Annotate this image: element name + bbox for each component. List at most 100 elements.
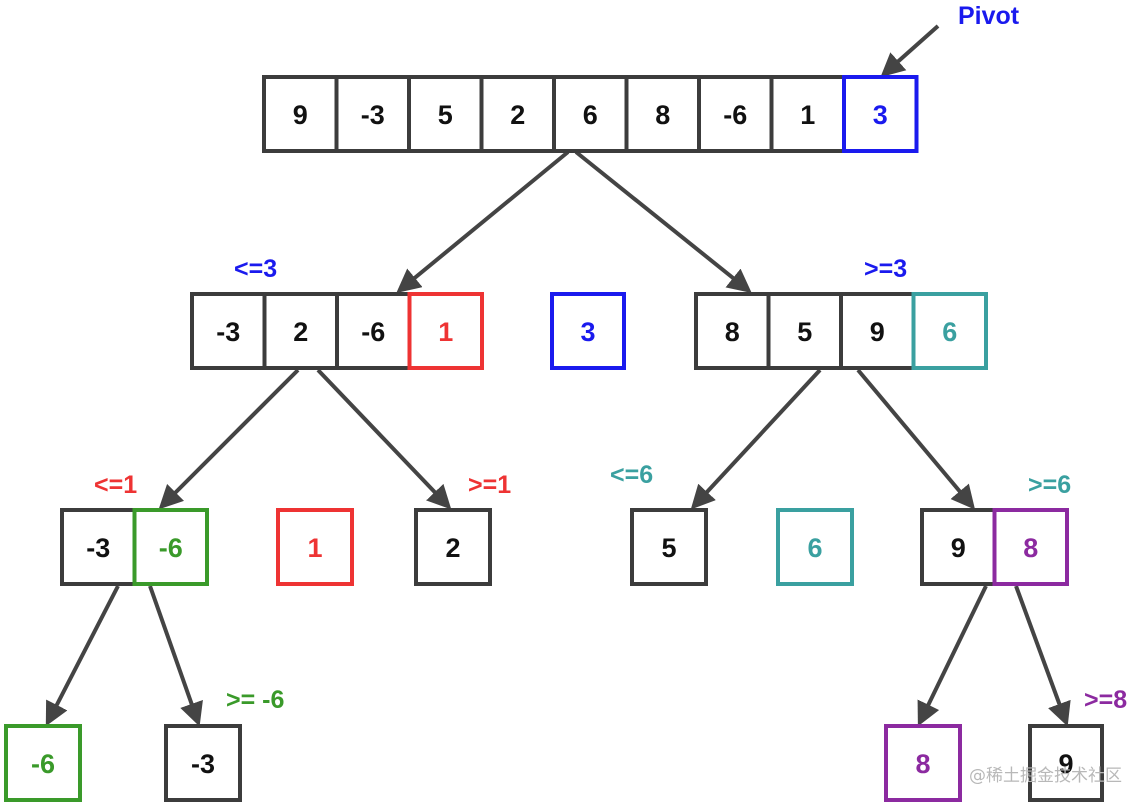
arrow-l1-right — [316, 368, 452, 510]
root-cell-box — [697, 75, 774, 153]
l1-right-cell-value: 9 — [870, 317, 885, 347]
pivot-label: Pivot — [958, 2, 1020, 30]
root-cell-value: -6 — [723, 100, 747, 130]
l1-pivot-cell-value: 3 — [580, 317, 595, 347]
root-cell: 5 — [407, 75, 484, 153]
l3-b-cell-box — [164, 724, 242, 802]
l1-left-cell: 1 — [407, 292, 484, 370]
l2-lr-cell: 2 — [414, 508, 492, 586]
l2-rpivot-cell-box — [776, 508, 854, 586]
label-le-6: <=6 — [610, 461, 653, 489]
root-cell: 3 — [842, 75, 919, 153]
l3-a-cell-box — [4, 724, 82, 802]
root-cell-box — [479, 75, 556, 153]
l2-ll-cell-box — [60, 508, 137, 586]
root-cell-value: -3 — [361, 100, 385, 130]
watermark: @稀土掘金技术社区 — [969, 766, 1122, 786]
l1-right-cell-value: 6 — [942, 317, 957, 347]
root-cell-value: 9 — [293, 100, 308, 130]
l2-lpivot-cell-box — [276, 508, 354, 586]
root-cell: -6 — [697, 75, 774, 153]
label-ge-neg6: >= -6 — [226, 686, 284, 714]
l3-c-cell: 8 — [884, 724, 962, 802]
root-cell-value: 3 — [873, 100, 888, 130]
arrow-l1-left — [158, 368, 300, 510]
l2-rr-cell-value: 8 — [1023, 533, 1038, 563]
l3-a-cell: -6 — [4, 724, 82, 802]
l1-right-cell-value: 8 — [725, 317, 740, 347]
l1-left-cell-value: -6 — [361, 317, 385, 347]
l1-right-cell-box — [911, 292, 988, 370]
l2-lr-cell-box — [414, 508, 492, 586]
root-cell-value: 5 — [438, 100, 453, 130]
l2-rl-cell: 5 — [630, 508, 708, 586]
label-le-1: <=1 — [94, 471, 137, 499]
l2-rpivot-cell: 6 — [776, 508, 854, 586]
l1-pivot-cell: 3 — [550, 292, 626, 370]
root-cell: 8 — [624, 75, 701, 153]
l1-right-cell-box — [694, 292, 771, 370]
arrow-r1-left — [690, 368, 822, 510]
l3-d-cell-box — [1028, 724, 1104, 802]
level3-b-array: -3 — [164, 724, 242, 802]
l2-lpivot-cell: 1 — [276, 508, 354, 586]
l1-right-cell-box — [766, 292, 843, 370]
l2-rr-cell-value: 9 — [951, 533, 966, 563]
l2-rl-cell-box — [630, 508, 708, 586]
level3-d-array: 9 — [1028, 724, 1104, 802]
l2-ll-cell-value: -6 — [159, 533, 183, 563]
root-cell: 2 — [479, 75, 556, 153]
label-ge-6: >=6 — [1028, 471, 1071, 499]
l1-left-cell-value: -3 — [216, 317, 240, 347]
root-cell-value: 2 — [510, 100, 525, 130]
root-cell: -3 — [334, 75, 411, 153]
level3-a-array: -6 — [4, 724, 82, 802]
label-le-3: <=3 — [234, 255, 277, 283]
l1-right-cell: 8 — [694, 292, 771, 370]
arrow-ll-right — [148, 585, 203, 727]
l2-ll-cell: -3 — [60, 508, 137, 586]
level1-right-array: 8 5 9 6 — [694, 292, 988, 370]
l1-left-cell-value: 1 — [438, 317, 453, 347]
level1-left-array: -3 2 -6 1 — [190, 292, 484, 370]
l3-d-cell: 9 — [1028, 724, 1104, 802]
arrows — [45, 24, 1071, 727]
l1-left-cell: -3 — [190, 292, 267, 370]
root-cell-box — [262, 75, 339, 153]
l2-rr-cell-box — [992, 508, 1069, 586]
root-cell-value: 1 — [800, 100, 815, 130]
arrow-r1-right — [856, 368, 976, 510]
l3-c-cell-box — [884, 724, 962, 802]
level1-pivot: 3 — [550, 292, 626, 370]
l3-c-cell-value: 8 — [915, 749, 930, 779]
arrow-ll-left — [45, 585, 120, 727]
l2-rr-cell: 8 — [992, 508, 1069, 586]
root-cell-box — [842, 75, 919, 153]
level2-lr-array: 2 — [414, 508, 492, 586]
l1-left-cell: 2 — [262, 292, 339, 370]
l1-pivot-cell-box — [550, 292, 626, 370]
level3-c-array: 8 — [884, 724, 962, 802]
l1-right-cell-value: 5 — [797, 317, 812, 347]
root-cell: 6 — [552, 75, 629, 153]
l1-left-cell-box — [335, 292, 412, 370]
level2-rl-array: 5 — [630, 508, 708, 586]
label-ge-8: >=8 — [1084, 686, 1127, 714]
l1-left-cell-value: 2 — [293, 317, 308, 347]
l2-rr-cell: 9 — [920, 508, 997, 586]
l2-rl-cell-value: 5 — [661, 533, 676, 563]
arrow-root-left — [396, 150, 570, 294]
l3-a-cell-value: -6 — [31, 749, 55, 779]
l1-right-cell-box — [839, 292, 916, 370]
root-cell: 1 — [769, 75, 846, 153]
l1-right-cell: 5 — [766, 292, 843, 370]
root-cell-box — [624, 75, 701, 153]
l2-rpivot-cell-value: 6 — [807, 533, 822, 563]
l3-d-cell-value: 9 — [1058, 749, 1073, 779]
l2-lr-cell-value: 2 — [445, 533, 460, 563]
l2-ll-cell-box — [132, 508, 209, 586]
level2-left-pivot: 1 — [276, 508, 354, 586]
